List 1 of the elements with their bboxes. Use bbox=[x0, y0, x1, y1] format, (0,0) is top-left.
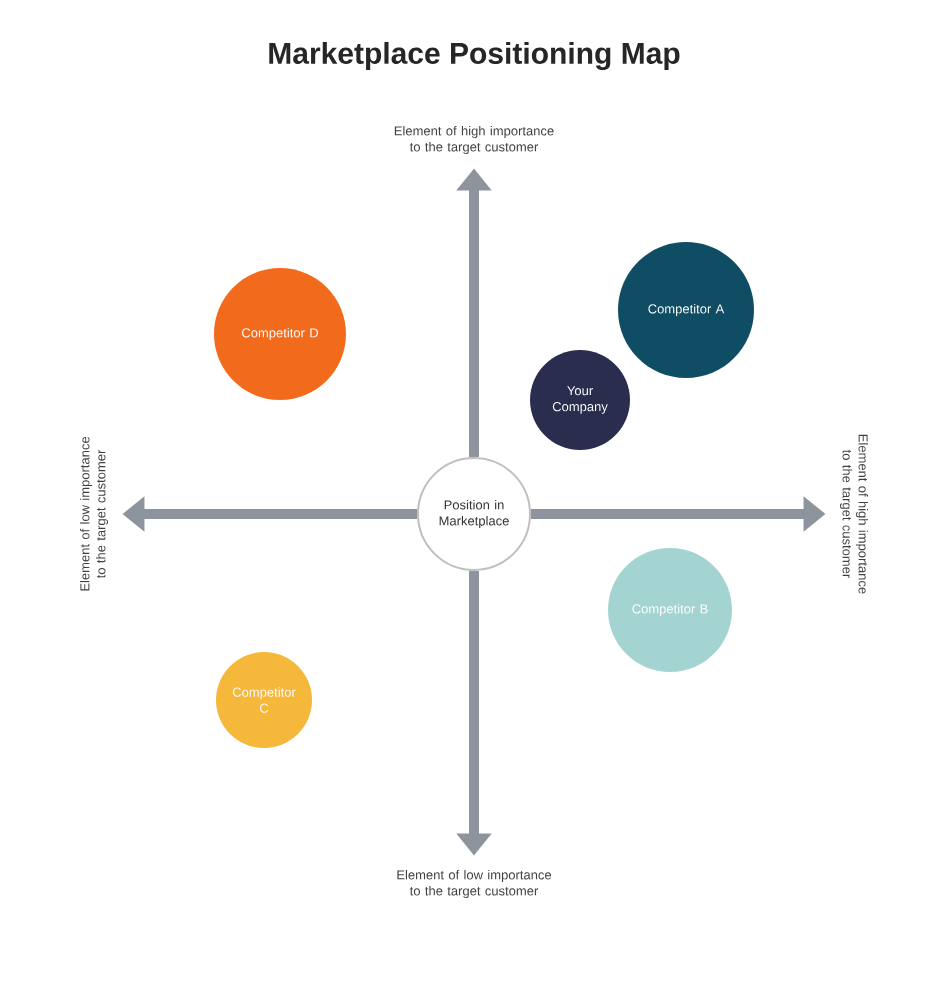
title: Marketplace Positioning Map bbox=[269, 41, 680, 71]
